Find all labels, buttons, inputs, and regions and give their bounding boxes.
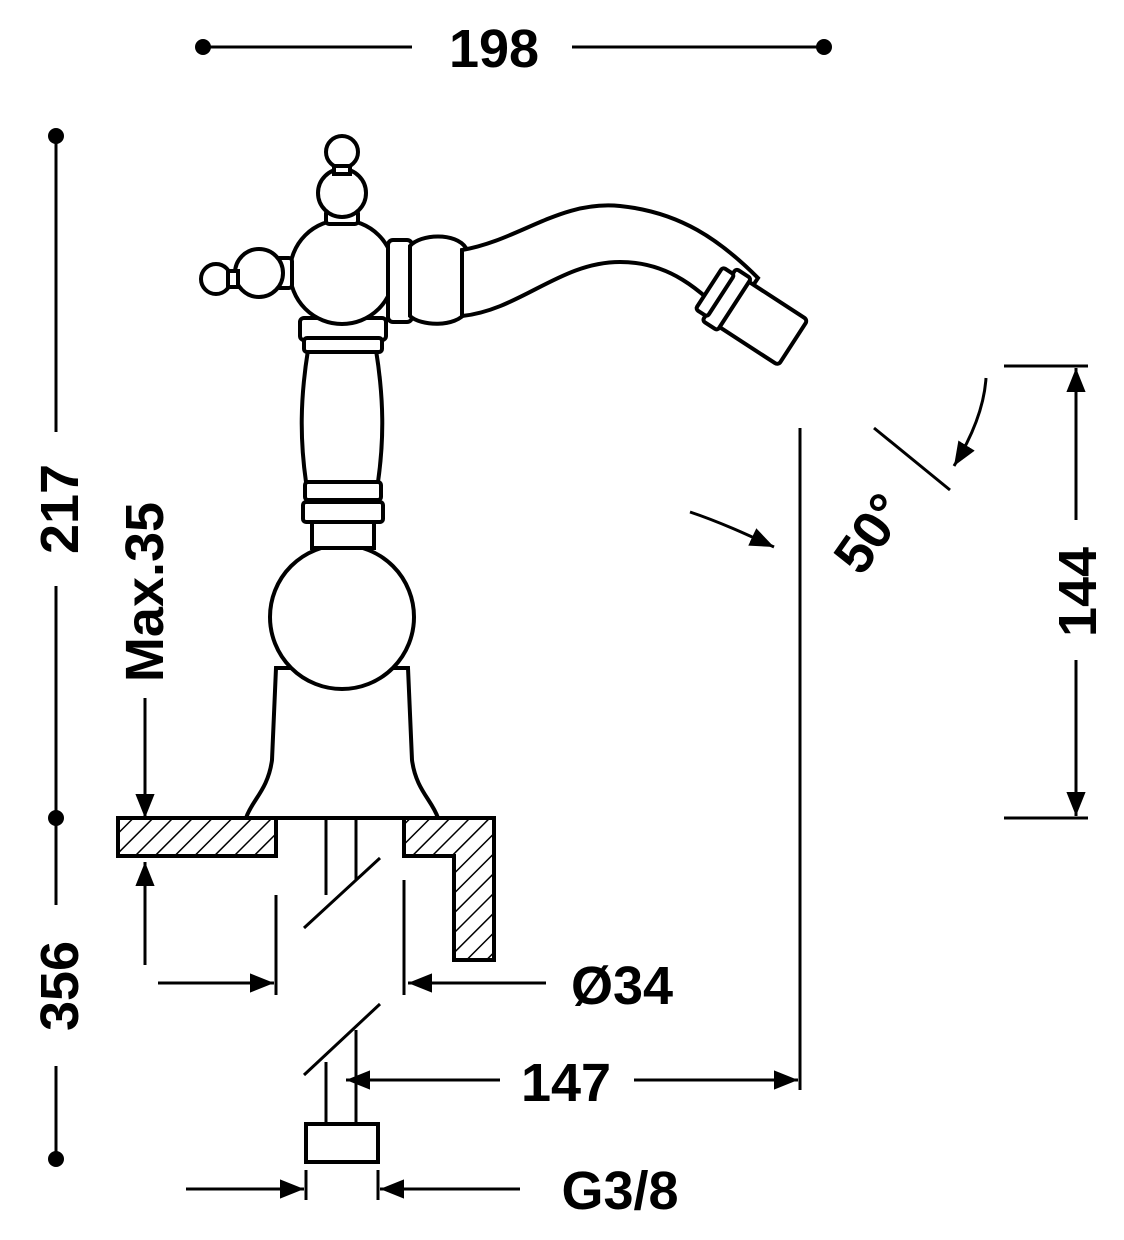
- dimension-width-top: 198: [195, 19, 832, 79]
- dimension-height-lower-label: 356: [30, 941, 90, 1031]
- dimension-connection: G3/8: [186, 1161, 679, 1221]
- deck-section: [116, 816, 496, 962]
- left-handle-knob: [233, 247, 285, 299]
- dimension-deck-max-label: Max.35: [115, 502, 175, 682]
- dimension-hole-diameter: Ø34: [158, 956, 673, 1016]
- dimension-reach-label: 147: [521, 1053, 611, 1113]
- dimension-reach: 147: [346, 428, 802, 1113]
- dimension-connection-label: G3/8: [561, 1161, 678, 1221]
- faucet-lower-ball: [268, 543, 416, 691]
- faucet-head: [288, 218, 396, 326]
- faucet-column: [299, 348, 385, 484]
- dimension-spout-height-label: 144: [1048, 547, 1108, 637]
- dimension-angle: 50°: [689, 377, 988, 584]
- dimension-angle-label: 50°: [822, 483, 918, 584]
- dimension-width-label: 198: [449, 19, 539, 79]
- connection-nut: [304, 1122, 380, 1164]
- dimension-diameter-label: Ø34: [571, 956, 673, 1016]
- top-handle-knob: [316, 167, 368, 219]
- dimension-height-upper-label: 217: [30, 464, 90, 554]
- deck-left-section: [116, 816, 278, 858]
- supply-pipe: [274, 818, 406, 1164]
- dimension-left-heights: 217 356: [30, 128, 90, 1167]
- dimension-spout-height: 144: [1004, 364, 1108, 820]
- faucet-body: [199, 134, 809, 820]
- dimension-deck-thickness: Max.35: [115, 502, 175, 965]
- deck-right-section: [402, 816, 496, 962]
- faucet-base: [243, 666, 441, 820]
